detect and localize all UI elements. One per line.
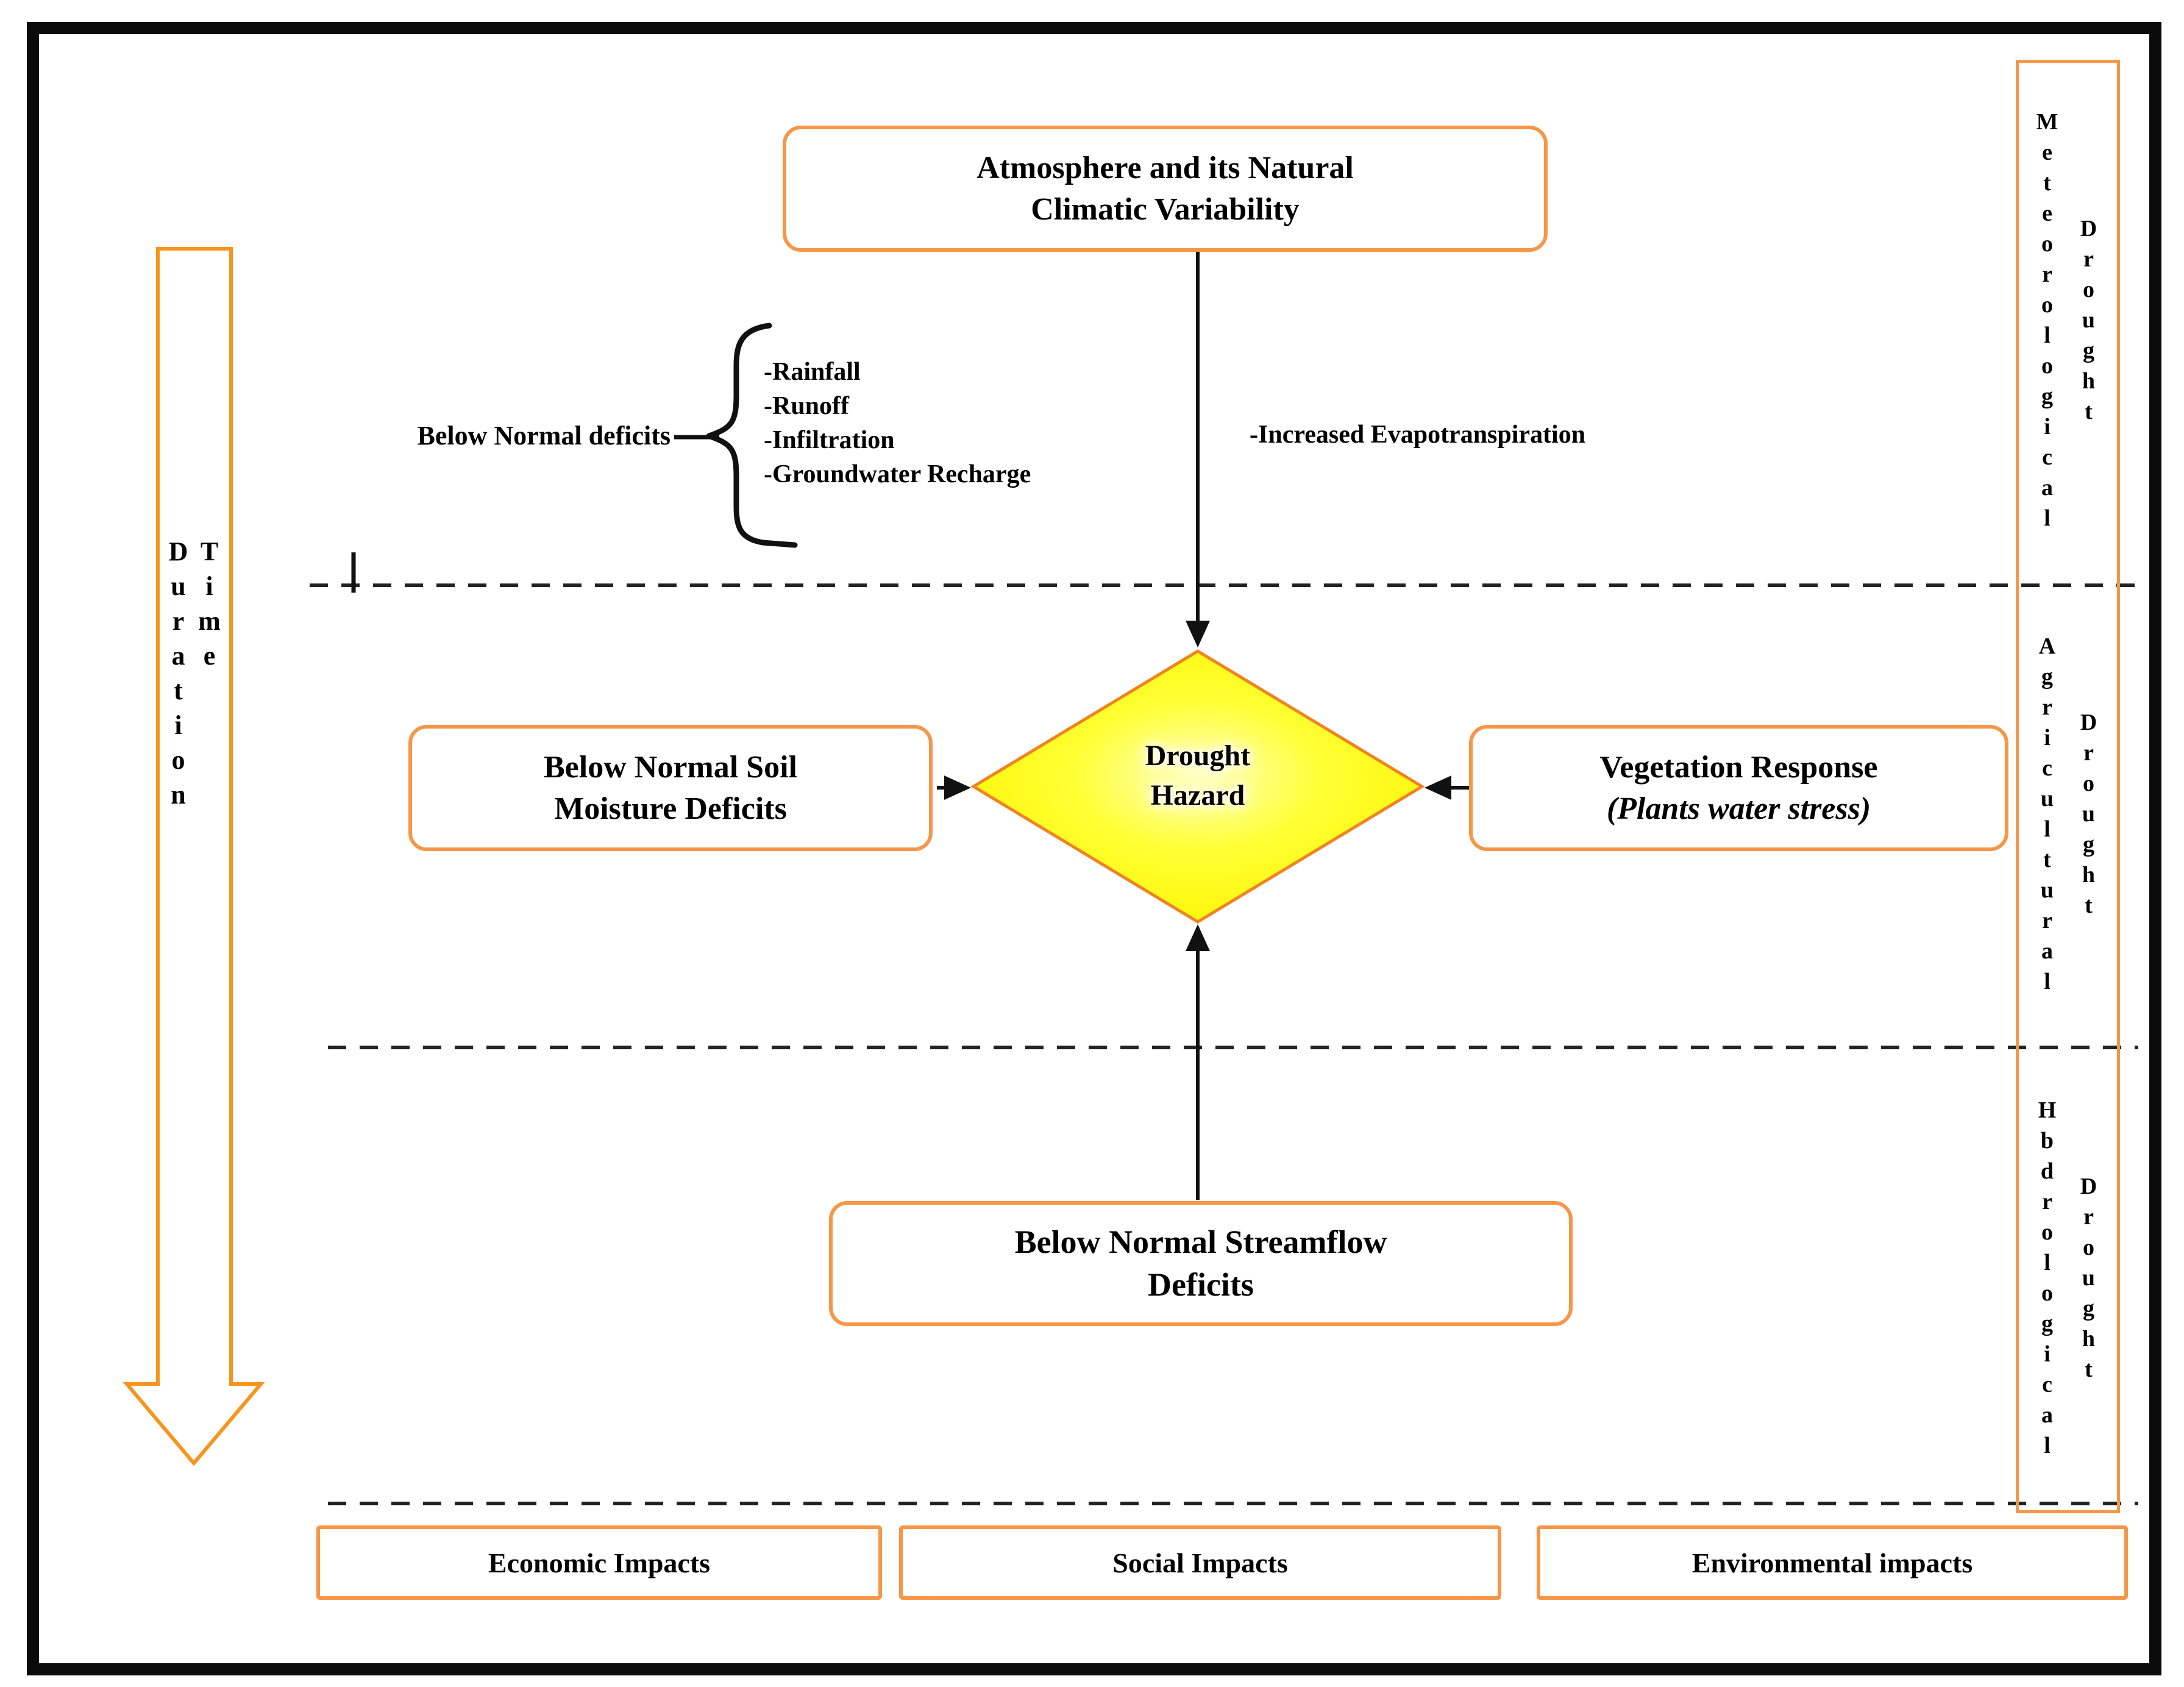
soil-moisture-box: Below Normal Soil Moisture Deficits [408,725,933,851]
deficit-item-infiltration: -Infiltration [764,426,895,454]
meteorological-drought-section: Meteorological Drought [2016,60,2120,585]
hydrological-drought-word: Drought [2076,1174,2102,1387]
soil-moisture-line1: Below Normal Soil [544,749,797,785]
vegetation-response-line2: (Plants water stress) [1606,791,1871,826]
drought-hazard-diamond [970,649,1425,924]
time-duration-label-wrap: Time Duration [152,537,235,963]
deficit-item-rainfall: -Rainfall [764,358,861,386]
drought-hazard-label: Drought Hazard [1106,737,1289,816]
agricultural-drought-section: Agricultural Drought [2016,585,2120,1047]
social-impacts-box: Social Impacts [899,1525,1501,1600]
streamflow-box: Below Normal Streamflow Deficits [829,1201,1573,1326]
atmosphere-box: Atmosphere and its Natural Climatic Vari… [783,126,1548,252]
time-duration-label: Time Duration [163,537,224,815]
hydrological-label: Hbdrological [2034,1097,2060,1463]
below-normal-deficits-label: Below Normal deficits [417,421,670,451]
streamflow-line2: Deficits [1148,1266,1254,1303]
vegetation-response-box: Vegetation Response (Plants water stress… [1469,725,2008,851]
agricultural-label: Agricultural [2034,633,2060,999]
deficit-item-groundwater: -Groundwater Recharge [764,460,1031,488]
drought-hazard-line2: Hazard [1150,779,1245,811]
agricultural-drought-word: Drought [2076,710,2102,923]
drought-type-column [2016,60,2120,1513]
increased-evapotranspiration-label: -Increased Evapotranspiration [1250,421,1586,449]
outer-border [27,22,2161,1675]
hydrological-drought-section: Hbdrological Drought [2016,1047,2120,1513]
streamflow-line1: Below Normal Streamflow [1014,1224,1387,1261]
vegetation-response-line1: Vegetation Response [1599,749,1878,785]
meteorological-drought-word: Drought [2076,216,2102,429]
drought-hazard-line1: Drought [1145,740,1251,772]
deficit-list: -Rainfall -Runoff -Infiltration -Groundw… [764,355,1031,491]
atmosphere-box-line2: Climatic Variability [1031,191,1300,227]
atmosphere-box-line1: Atmosphere and its Natural [976,150,1354,185]
economic-impacts-box: Economic Impacts [316,1525,882,1600]
meteorological-label: Meteorological [2034,109,2060,536]
environmental-impacts-box: Environmental impacts [1537,1525,2128,1600]
deficit-item-runoff: -Runoff [764,392,850,420]
time-duration-arrow [123,247,265,1466]
soil-moisture-line2: Moisture Deficits [554,791,787,826]
deficits-brace [706,323,798,548]
